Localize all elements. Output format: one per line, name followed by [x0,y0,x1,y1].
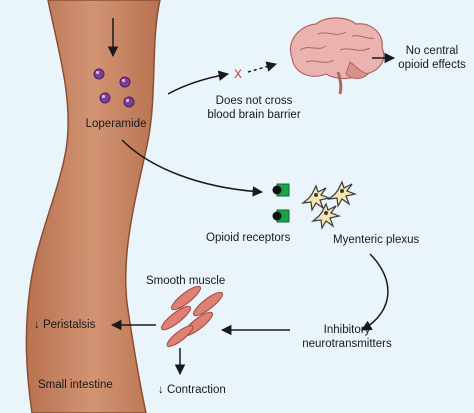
smooth-muscle-icon [160,285,224,347]
blocked-dashed-arrow [247,61,278,73]
neuron-icon [301,180,358,230]
contraction-label: ↓ Contraction [158,384,226,396]
smooth-muscle-label: Smooth muscle [146,275,226,287]
bbb-arrow [167,70,230,95]
brain-icon [289,17,385,95]
opioid-receptors-label: Opioid receptors [206,232,291,244]
loperamide-molecule-icon [93,68,135,108]
small-intestine-label: Small intestine [38,379,113,391]
opioid-receptor-icon [272,183,290,223]
myenteric-plexus-label: Myenteric plexus [333,234,420,246]
receptor-arrow [121,139,264,197]
inhibitory-label-line1: Inhibitory [323,324,371,336]
bbb-label-line2: blood brain barrier [207,109,301,121]
blocked-x-mark: X [234,67,242,81]
loperamide-label: Loperamide [85,118,147,130]
cns-label-line1: No central [405,45,459,57]
small-intestine-shape [25,0,161,413]
bbb-label-line1: Does not cross [215,95,293,107]
peristalsis-label: ↓ Peristalsis [34,319,96,331]
inhibitory-label-line2: neurotransmitters [302,338,392,350]
cns-label-line2: opioid effects [398,59,466,71]
plexus-arrow [361,253,389,331]
